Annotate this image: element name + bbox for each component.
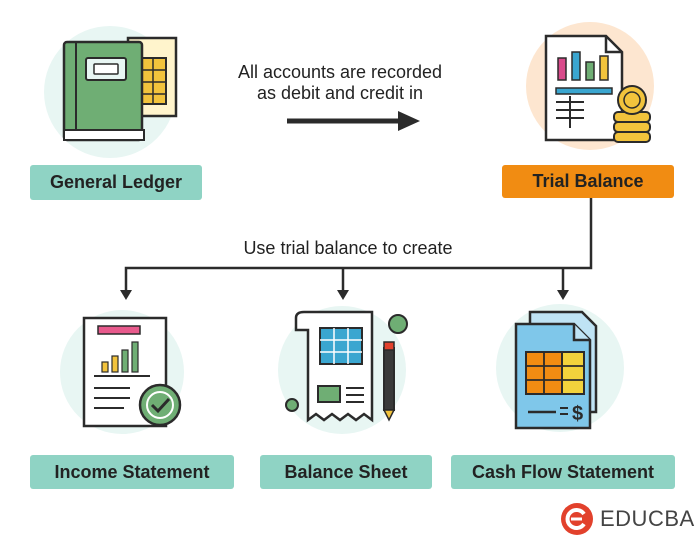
arrowhead-balance	[337, 290, 349, 300]
brand-name: EDUCBA	[600, 506, 695, 531]
node-general-ledger-label: General Ledger	[49, 172, 183, 192]
svg-text:$: $	[572, 403, 583, 425]
node-income-statement-label: Income Statement	[54, 461, 210, 482]
node-general-ledger: General Ledger	[30, 165, 202, 200]
node-trial-balance-label: Trial Balance	[532, 171, 644, 191]
arrow-ledger-to-trial	[287, 111, 420, 131]
edge-label-line-2: as debit and credit in	[256, 83, 424, 103]
node-trial-balance: Trial Balance	[502, 165, 674, 198]
arrowhead-income	[120, 290, 132, 300]
edge-label-trial-to-statements: Use trial balance to create	[243, 238, 453, 258]
node-cash-flow-statement-label: Cash Flow Statement	[471, 461, 655, 482]
educba-logo-icon	[561, 503, 593, 535]
node-cash-flow-statement: Cash Flow Statement	[451, 455, 675, 489]
node-balance-sheet-label: Balance Sheet	[284, 461, 408, 482]
brand-logo: EDUCBA	[560, 502, 695, 536]
edge-label-line-1: All accounts are recorded	[237, 62, 443, 82]
node-income-statement: Income Statement	[30, 455, 234, 489]
arrowhead-cashflow	[557, 290, 569, 300]
edge-label-ledger-to-trial: All accounts are recorded as debit and c…	[220, 62, 460, 104]
node-balance-sheet: Balance Sheet	[260, 455, 432, 489]
